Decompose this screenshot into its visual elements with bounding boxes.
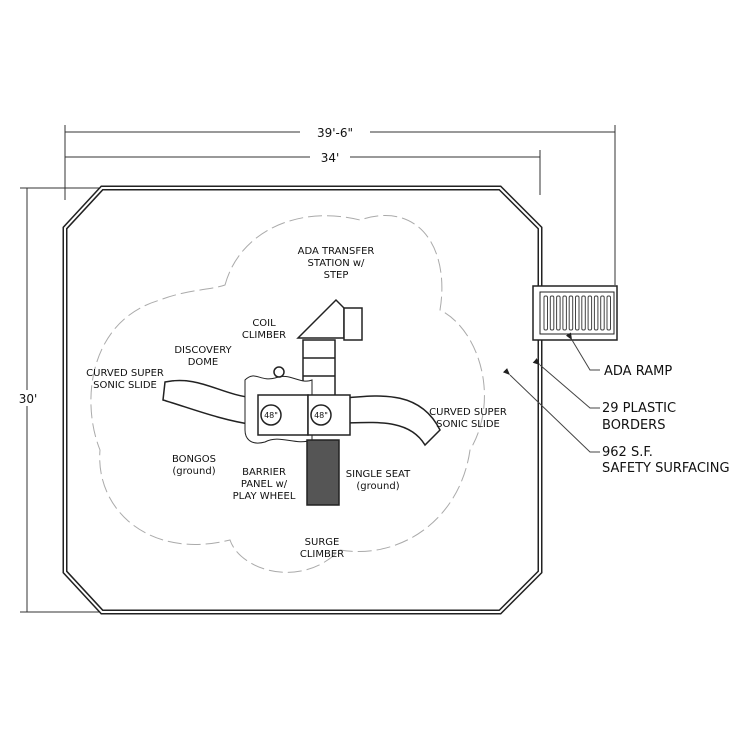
coil-climber-label: CLIMBER (242, 330, 286, 341)
plastic-border (62, 185, 543, 615)
border-width-label: 34' (321, 151, 340, 165)
discovery-dome-label: DOME (188, 357, 219, 368)
ramp-slat (593, 295, 599, 331)
component-labels: ADA TRANSFER STATION w/ STEP COIL CLIMBE… (86, 246, 507, 560)
ramp-slat (562, 295, 567, 331)
discovery-dome-label: DISCOVERY (174, 345, 232, 356)
deck-height-1: 48" (264, 411, 278, 420)
safety-surfacing-outline (90, 215, 485, 573)
surge-climber-label: SURGE (305, 537, 340, 548)
ramp-slat (556, 295, 561, 331)
slide-right-label: SONIC SLIDE (436, 419, 500, 430)
slide-left-label: CURVED SUPER (86, 368, 164, 379)
single-seat-label: (ground) (356, 481, 399, 492)
single-seat-label: SINGLE SEAT (346, 469, 411, 480)
slide-left-label: SONIC SLIDE (93, 380, 157, 391)
barrier-panel-label: PLAY WHEEL (233, 491, 296, 502)
overall-width-label: 39'-6" (317, 126, 353, 140)
ramp-slat (575, 295, 580, 331)
barrier-panel-label: PANEL w/ (241, 479, 288, 490)
ada-transfer-label: STEP (324, 270, 349, 281)
borders-callout: BORDERS (602, 418, 665, 433)
slide-right-label: CURVED SUPER (429, 407, 507, 418)
slide-left (162, 379, 256, 426)
surge-climber (306, 439, 340, 506)
ramp-slat (600, 295, 605, 331)
surfacing-callout: 962 S.F. (602, 445, 653, 460)
ramp-slat (587, 295, 593, 331)
slide-right (344, 395, 441, 447)
coil-climber-label: COIL (252, 318, 276, 329)
bongos-label: (ground) (172, 466, 215, 477)
ramp-slat (568, 295, 574, 331)
ramp-slat (549, 295, 555, 331)
callout-leaders (502, 332, 600, 453)
depth-label: 30' (19, 392, 38, 406)
deck-height-2: 48" (314, 411, 328, 420)
borders-callout: 29 PLASTIC (602, 401, 676, 416)
play-structure (162, 298, 441, 506)
bongos-label: BONGOS (172, 454, 216, 465)
ramp-slat (543, 295, 548, 331)
ramp-slat (606, 295, 611, 331)
ada-transfer-label: STATION w/ (308, 258, 366, 269)
surfacing-callout: SAFETY SURFACING (602, 461, 730, 476)
ada-ramp-callout: ADA RAMP (604, 364, 672, 379)
transfer-station (296, 298, 345, 339)
ramp-slat (581, 295, 586, 331)
barrier-panel-label: BARRIER (242, 467, 286, 478)
surge-climber-label: CLIMBER (300, 549, 344, 560)
ada-transfer-label: ADA TRANSFER (298, 246, 375, 257)
ada-ramp (532, 285, 618, 341)
